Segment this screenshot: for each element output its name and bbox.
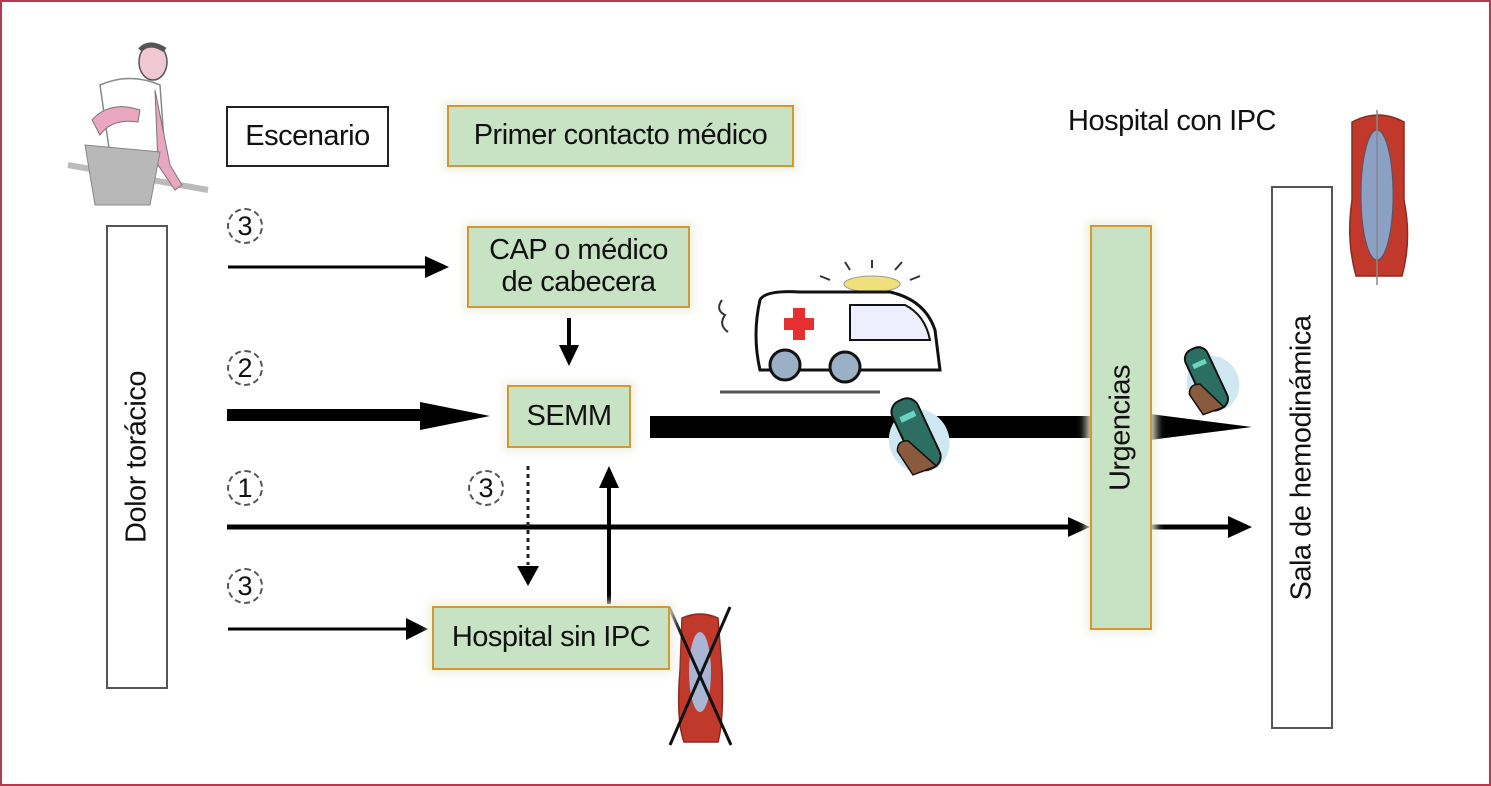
node-cath-lab-label: Sala de hemodinámica xyxy=(1285,314,1318,601)
arrow-route1-to-urgencias xyxy=(227,517,1090,537)
node-urgencias-label: Urgencias xyxy=(1104,364,1137,491)
first-contact-header-label: Primer contacto médico xyxy=(473,119,768,152)
arrow-urgencias-to-cath-lab xyxy=(1150,516,1252,538)
node-semm: SEMM xyxy=(507,385,631,448)
ambulance-icon xyxy=(718,260,942,394)
node-hospital-no-pci-label: Hospital sin IPC xyxy=(451,621,651,654)
arrow-semm-to-cath-lab xyxy=(650,414,1252,440)
patient-chest-pain-icon xyxy=(67,42,209,206)
start-node-chest-pain: Dolor torácico xyxy=(106,225,168,689)
scenario-marker-3-top: 3 xyxy=(227,208,263,244)
scenario-header: Escenario xyxy=(226,106,389,167)
arrow-hospital-to-semm xyxy=(599,466,619,604)
arrow-cap-to-semm xyxy=(559,318,579,366)
scenario-marker-3-lowest: 3 xyxy=(227,568,263,604)
scenario-marker-1: 1 xyxy=(227,470,263,506)
scenario-marker-3-dotted: 3 xyxy=(468,470,504,506)
scenario-marker-2: 2 xyxy=(227,350,263,386)
node-cap-line1: CAP o médico xyxy=(489,234,668,267)
arrow-route2-to-semm xyxy=(227,402,490,430)
scenario-header-label: Escenario xyxy=(245,119,370,152)
node-hospital-no-pci: Hospital sin IPC xyxy=(432,606,670,670)
node-cath-lab: Sala de hemodinámica xyxy=(1271,186,1333,729)
node-semm-label: SEMM xyxy=(526,399,613,432)
arrow-dotted-semm-to-hospital xyxy=(517,466,539,586)
node-cap-line2: de cabecera xyxy=(501,266,656,298)
arrow-route3-to-cap xyxy=(228,256,449,278)
mobile-phone-icon xyxy=(888,397,950,476)
arrow-route3-to-hospital xyxy=(228,618,428,640)
hospital-pci-header: Hospital con IPC xyxy=(1068,105,1277,137)
first-contact-header: Primer contacto médico xyxy=(447,105,794,167)
crossed-stent-icon xyxy=(667,606,733,746)
start-node-label: Dolor torácico xyxy=(120,371,153,543)
node-cap: CAP o médico de cabecera xyxy=(467,226,690,308)
node-urgencias: Urgencias xyxy=(1090,225,1152,630)
mobile-phone-icon xyxy=(1183,346,1240,416)
stent-icon xyxy=(1349,110,1409,285)
